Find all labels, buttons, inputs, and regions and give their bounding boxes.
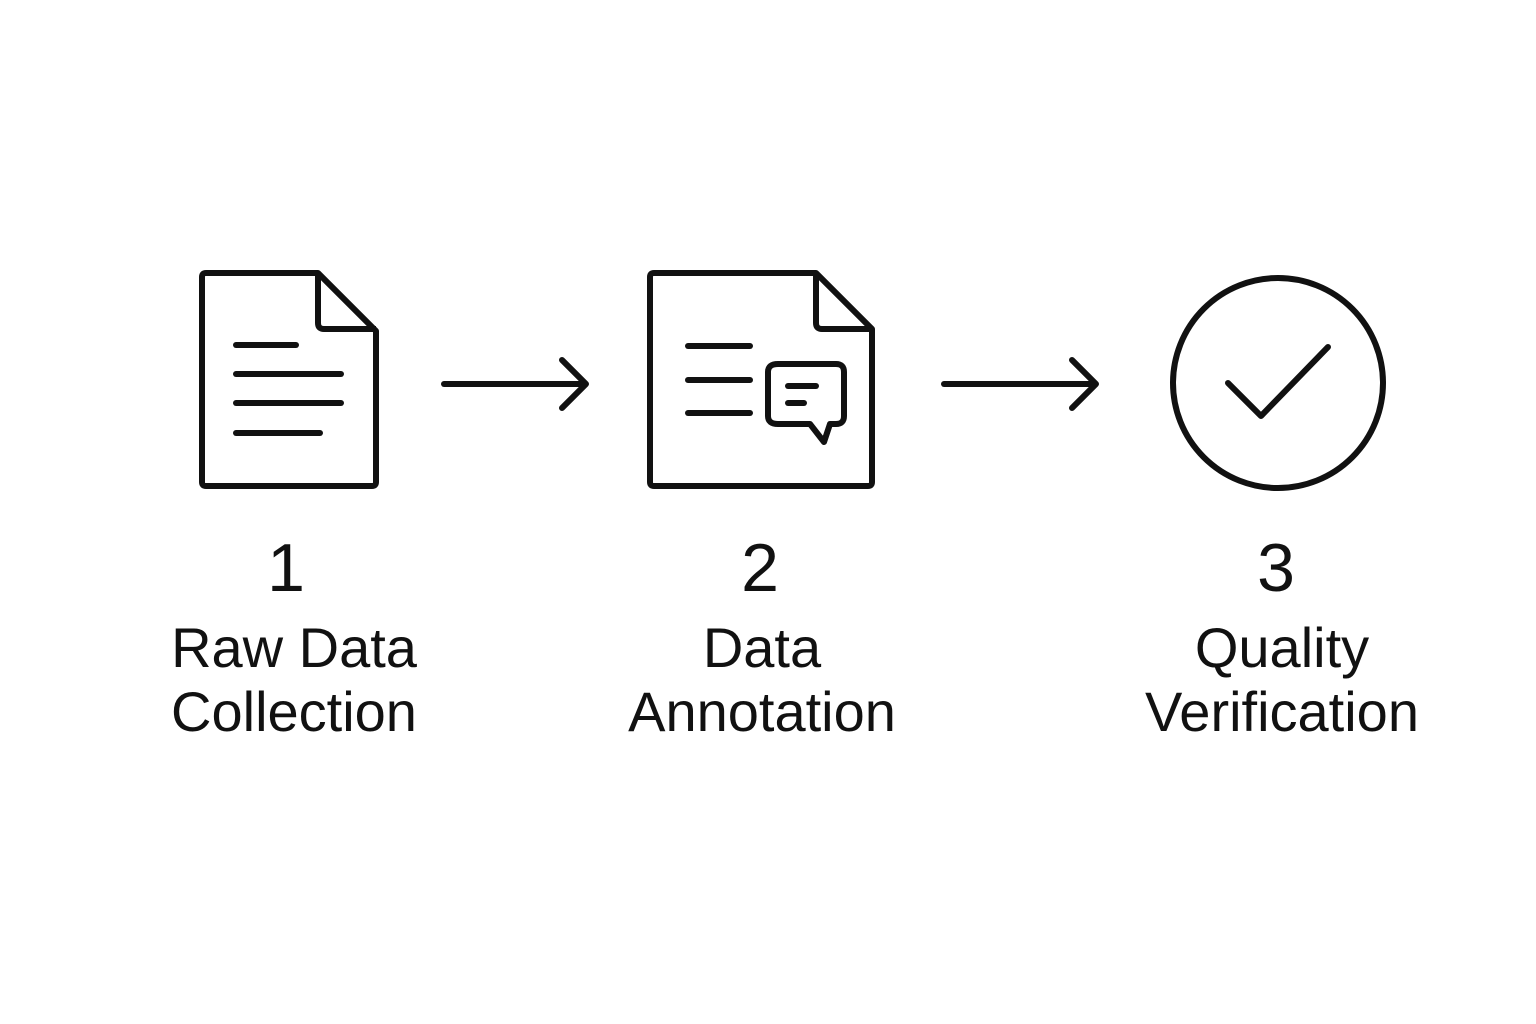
step-number: 2 (741, 530, 779, 606)
annotated-document-icon (644, 268, 878, 492)
step-label-line: Data (702, 616, 822, 679)
document-icon (196, 268, 382, 492)
step-label: Data Annotation (572, 616, 952, 744)
step-label-line: Collection (171, 680, 417, 743)
step-label-line: Raw Data (171, 616, 417, 679)
step-number: 3 (1257, 530, 1295, 606)
arrow-right-icon (940, 356, 1102, 412)
step-number: 1 (267, 530, 305, 606)
step-label: Raw Data Collection (104, 616, 484, 744)
step-label-line: Verification (1145, 680, 1419, 743)
step-label: Quality Verification (1092, 616, 1472, 744)
step-label-line: Annotation (628, 680, 896, 743)
arrow-right-icon (440, 356, 592, 412)
step-label-line: Quality (1194, 616, 1370, 679)
check-circle-icon (1168, 273, 1388, 493)
